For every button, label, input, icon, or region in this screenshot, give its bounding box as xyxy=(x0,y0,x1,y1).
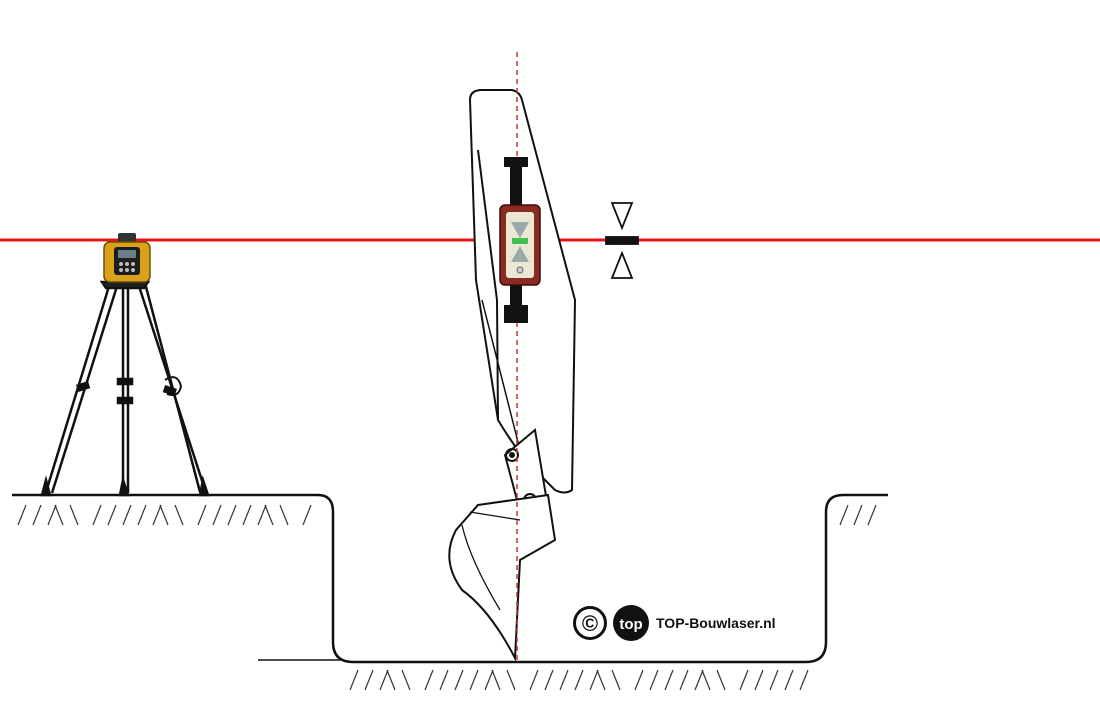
hatch-mark xyxy=(107,504,117,526)
hatch-mark xyxy=(386,669,396,691)
site-name: TOP-Bouwlaser.nl xyxy=(656,615,776,631)
hatch-mark xyxy=(264,504,274,526)
level-marker-icon xyxy=(605,202,639,279)
excavator-bucket-icon xyxy=(448,493,557,662)
ground-hatching-left xyxy=(17,504,312,526)
hatch-mark xyxy=(716,669,726,691)
hatch-mark xyxy=(54,504,64,526)
hatch-mark xyxy=(152,504,162,526)
hatch-mark xyxy=(92,504,102,526)
ground-profile xyxy=(12,493,888,664)
hatch-mark xyxy=(47,504,57,526)
copyright-symbol: © xyxy=(582,611,598,636)
hatch-mark xyxy=(679,669,689,691)
hatch-mark xyxy=(506,669,516,691)
hatch-mark xyxy=(701,669,711,691)
hatch-mark xyxy=(349,669,359,691)
watermark: © top TOP-Bouwlaser.nl xyxy=(572,604,776,642)
hatch-mark xyxy=(491,669,501,691)
hatch-mark xyxy=(529,669,539,691)
hatch-mark xyxy=(197,504,207,526)
hatch-mark xyxy=(739,669,749,691)
laser-receiver-icon xyxy=(499,157,541,323)
hatch-mark xyxy=(159,504,169,526)
hatch-mark xyxy=(69,504,79,526)
hatch-mark xyxy=(379,669,389,691)
hatch-mark xyxy=(469,669,479,691)
hatch-mark xyxy=(212,504,222,526)
hatch-mark xyxy=(853,504,863,526)
hatch-mark xyxy=(174,504,184,526)
hatch-mark xyxy=(122,504,132,526)
copyright-icon: © xyxy=(573,606,607,640)
hatch-mark xyxy=(401,669,411,691)
ground-hatching-right xyxy=(839,504,877,526)
hatch-mark xyxy=(574,669,584,691)
rotating-laser-icon xyxy=(103,233,151,283)
hatch-mark xyxy=(544,669,554,691)
tripod-icon xyxy=(40,280,210,497)
hatch-mark xyxy=(242,504,252,526)
hatch-mark xyxy=(784,669,794,691)
hatch-mark xyxy=(424,669,434,691)
hatch-mark xyxy=(611,669,621,691)
hatch-mark xyxy=(364,669,374,691)
hatch-mark xyxy=(227,504,237,526)
hatch-mark xyxy=(17,504,27,526)
hatch-mark xyxy=(596,669,606,691)
hatch-mark xyxy=(589,669,599,691)
hatch-mark xyxy=(799,669,809,691)
hatch-mark xyxy=(694,669,704,691)
hatch-mark xyxy=(559,669,569,691)
hatch-mark xyxy=(754,669,764,691)
hatch-mark xyxy=(32,504,42,526)
hatch-mark xyxy=(439,669,449,691)
hatch-mark xyxy=(257,504,267,526)
hatch-mark xyxy=(664,669,674,691)
hatch-mark xyxy=(484,669,494,691)
logo-text: top xyxy=(619,616,642,633)
hatch-mark xyxy=(867,504,877,526)
hatch-mark xyxy=(454,669,464,691)
hatch-mark xyxy=(137,504,147,526)
ground-hatching-bottom xyxy=(349,669,809,691)
logo-icon: top xyxy=(613,605,649,641)
hatch-mark xyxy=(634,669,644,691)
hatch-mark xyxy=(279,504,289,526)
hatch-mark xyxy=(649,669,659,691)
hatch-mark xyxy=(769,669,779,691)
hatch-mark xyxy=(302,504,312,526)
hatch-mark xyxy=(839,504,849,526)
